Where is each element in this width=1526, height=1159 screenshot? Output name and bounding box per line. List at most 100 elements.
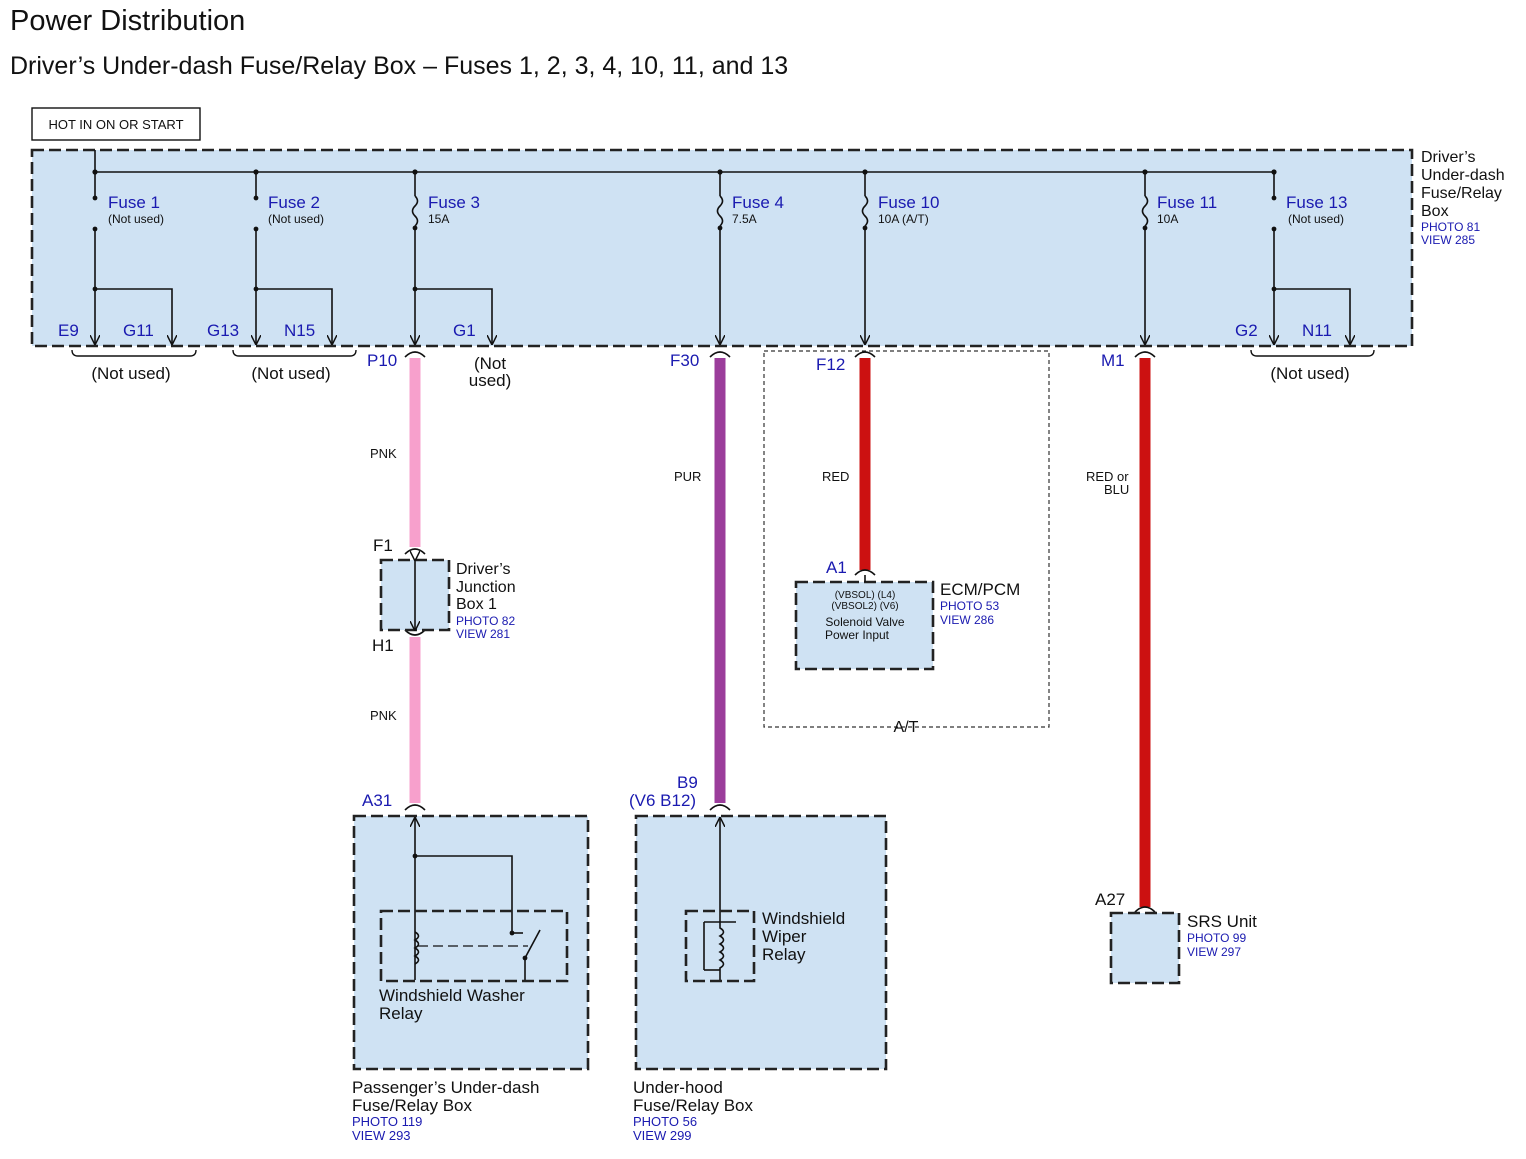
- wiper-relay-circuit: [703, 818, 736, 980]
- underhood-fuse-box-border: [634, 814, 888, 1071]
- connector-caps: [404, 351, 1156, 913]
- terminal-f12: F12: [816, 355, 845, 374]
- main-box-name-line-2: Under-dash: [1421, 167, 1505, 184]
- underhood-fuse-box: [636, 816, 886, 1069]
- at-label: A/T: [894, 719, 919, 736]
- terminal-f30: F30: [670, 351, 699, 370]
- under-dash-fuse-box-border: [30, 148, 1414, 348]
- ecm-view: VIEW 286: [940, 613, 994, 627]
- fuse-10-rating: 10A (A/T): [878, 212, 929, 226]
- junction-box-view: VIEW 281: [456, 627, 510, 641]
- underhood-box-view: VIEW 299: [633, 1128, 692, 1143]
- junction-box-name-line-3: Box 1: [456, 596, 497, 613]
- under-dash-fuse-box: [32, 150, 1412, 346]
- terminal-p10: P10: [367, 351, 397, 370]
- fuse-3-name: Fuse 3: [428, 193, 480, 212]
- fuse-13-rating: (Not used): [1288, 212, 1344, 226]
- underhood-box-name-line-1: Under-hood: [633, 1078, 723, 1097]
- wire-f12-color: RED: [822, 469, 849, 484]
- main-box-name-line-4: Box: [1421, 203, 1449, 220]
- terminal-m1: M1: [1101, 351, 1125, 370]
- terminal-b9: B9: [677, 773, 698, 792]
- fuse-1-rating: (Not used): [108, 212, 164, 226]
- not-used-label-e9-g11: (Not used): [91, 364, 170, 383]
- fuse-2: [254, 172, 332, 344]
- terminal-g2: G2: [1235, 321, 1258, 340]
- terminal-e9: E9: [58, 321, 79, 340]
- srs-unit-box-border: [1109, 911, 1181, 985]
- not-used-brackets: [71, 349, 1375, 357]
- fuse-4-name: Fuse 4: [732, 193, 784, 212]
- wire-m1-color-line-2: BLU: [1104, 482, 1129, 497]
- fuse-1: [93, 172, 172, 344]
- junction-box-name-line-1: Driver’s: [456, 561, 511, 578]
- wiper-relay-box: [684, 909, 756, 983]
- page-title: Power Distribution: [10, 5, 245, 37]
- fuse-10: [863, 172, 868, 344]
- wiper-relay-name-line-2: Wiper: [762, 927, 807, 946]
- fuse-11-name: Fuse 11: [1157, 193, 1217, 212]
- fuse-11-rating: 10A: [1157, 212, 1178, 226]
- fuse-13: [1272, 172, 1350, 344]
- passenger-box-view: VIEW 293: [352, 1128, 411, 1143]
- passenger-box-name-line-1: Passenger’s Under-dash: [352, 1078, 539, 1097]
- passenger-fuse-box-border: [352, 814, 590, 1071]
- fuse-2-rating: (Not used): [268, 212, 324, 226]
- main-box-name-line-1: Driver’s: [1421, 149, 1476, 166]
- passenger-box-photo: PHOTO 119: [352, 1114, 422, 1129]
- terminal-a31: A31: [362, 791, 392, 810]
- passenger-fuse-box: [354, 816, 588, 1069]
- fuse-13-name: Fuse 13: [1286, 193, 1347, 212]
- terminal-g11: G11: [123, 321, 154, 340]
- fuse-3: [413, 172, 493, 344]
- terminal-g13: G13: [207, 321, 239, 340]
- ecm-inner-line-2: (VBSOL2) (V6): [831, 601, 898, 612]
- ecm-inner-line-3: Solenoid Valve: [825, 615, 904, 629]
- srs-name: SRS Unit: [1187, 912, 1257, 931]
- not-used-g1-line-2: used): [469, 371, 512, 390]
- fuse-3-rating: 15A: [428, 212, 449, 226]
- terminal-n15: N15: [284, 321, 315, 340]
- ecm-name: ECM/PCM: [940, 580, 1020, 599]
- ecm-inner-line-4: Power Input: [825, 628, 890, 642]
- ecm-pcm-box: [796, 582, 933, 669]
- junction-box-photo: PHOTO 82: [456, 614, 515, 628]
- terminal-g1: G1: [453, 321, 476, 340]
- main-box-photo: PHOTO 81: [1421, 220, 1480, 234]
- terminal-a1: A1: [826, 558, 847, 577]
- junction-box-name-line-2: Junction: [456, 579, 516, 596]
- wire-p10-color: PNK: [370, 446, 397, 461]
- fuse-1-name: Fuse 1: [108, 193, 160, 212]
- passenger-box-name-line-2: Fuse/Relay Box: [352, 1096, 472, 1115]
- wire-f30-color: PUR: [674, 469, 701, 484]
- srs-unit-box: [1111, 913, 1179, 983]
- ecm-inner-line-1: (VBSOL) (L4): [835, 590, 896, 601]
- wiper-relay-name-line-3: Relay: [762, 945, 806, 964]
- not-used-label-g13-n15: (Not used): [251, 364, 330, 383]
- ecm-photo: PHOTO 53: [940, 599, 999, 613]
- fuse-11: [1143, 172, 1148, 344]
- at-region: [763, 350, 1050, 728]
- wire-p10-lower-color: PNK: [370, 708, 397, 723]
- washer-relay-name-line-2: Relay: [379, 1004, 423, 1023]
- fuse-4-rating: 7.5A: [732, 212, 757, 226]
- fuse-2-name: Fuse 2: [268, 193, 320, 212]
- terminal-f1: F1: [373, 536, 393, 555]
- hot-label: HOT IN ON OR START: [48, 117, 183, 132]
- terminal-n11: N11: [1302, 321, 1332, 340]
- terminal-b9-alt: (V6 B12): [629, 791, 696, 810]
- washer-relay-name-line-1: Windshield Washer: [379, 986, 525, 1005]
- not-used-g1-line-1: (Not: [474, 354, 506, 373]
- hot-label-box: [31, 107, 201, 141]
- washer-relay-circuit: [413, 818, 541, 980]
- terminal-a27: A27: [1095, 890, 1125, 909]
- underhood-box-name-line-2: Fuse/Relay Box: [633, 1096, 753, 1115]
- wiper-relay-name-line-1: Windshield: [762, 909, 845, 928]
- fuse-4: [718, 172, 723, 344]
- srs-photo: PHOTO 99: [1187, 931, 1246, 945]
- not-used-label-g2-n11: (Not used): [1270, 364, 1349, 383]
- terminal-h1: H1: [372, 636, 394, 655]
- page-subtitle: Driver’s Under-dash Fuse/Relay Box – Fus…: [10, 52, 788, 80]
